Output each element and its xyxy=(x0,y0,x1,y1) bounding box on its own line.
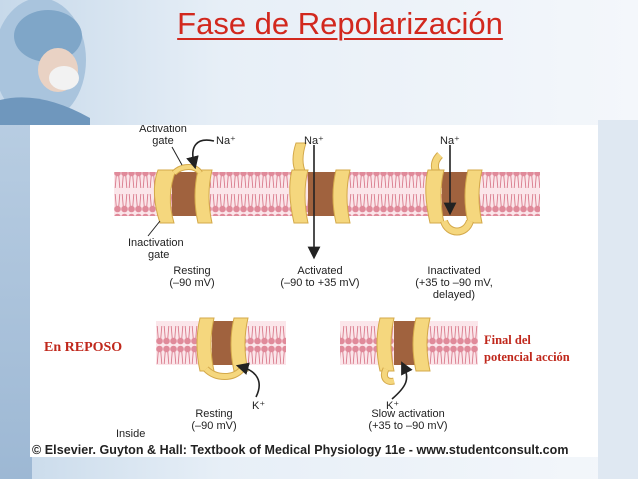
label-na-1: Na⁺ xyxy=(216,135,236,147)
na-channel-activated xyxy=(252,142,400,260)
k-slow-arrow xyxy=(391,361,413,400)
activation-gate-pointer xyxy=(171,146,183,166)
na-channel-resting xyxy=(114,164,258,224)
label-slow-activation-1: Slow activation xyxy=(371,408,444,420)
label-resting-na-2: (–90 mV) xyxy=(169,277,214,289)
ion-channel-diagram: Activation gate Na⁺ Inactivation gate Re… xyxy=(114,123,540,440)
slide-title: Fase de Repolarización xyxy=(177,6,503,41)
label-na-2: Na⁺ xyxy=(304,135,324,147)
label-activation-gate-2: gate xyxy=(152,135,173,147)
label-resting-k-2: (–90 mV) xyxy=(191,420,236,432)
label-k-2: K⁺ xyxy=(386,400,399,412)
label-resting-k-1: Resting xyxy=(195,408,232,420)
na-channel-inactivated xyxy=(388,145,540,236)
na-blocked-arrow xyxy=(186,139,215,170)
doctor-photo-icon xyxy=(0,0,90,125)
label-activation-gate-1: Activation xyxy=(139,125,187,135)
k-channel-resting xyxy=(156,317,286,380)
note-final-line-2: potencial acción xyxy=(484,350,570,364)
label-inside: Inside xyxy=(116,428,145,440)
note-final-potencial: Final del potencial acción xyxy=(484,332,570,366)
label-inactivated-3: delayed) xyxy=(433,289,475,301)
label-k-1: K⁺ xyxy=(252,400,265,412)
copyright-footer: © Elsevier. Guyton & Hall: Textbook of M… xyxy=(32,443,569,457)
label-inactivation-gate-2: gate xyxy=(148,249,169,261)
label-resting-na-1: Resting xyxy=(173,265,210,277)
k-channel-slow-activation xyxy=(340,317,478,385)
label-slow-activation-2: (+35 to –90 mV) xyxy=(368,420,447,432)
k-blocked-arrow xyxy=(235,362,260,398)
note-final-line-1: Final del xyxy=(484,333,531,347)
label-activated-1: Activated xyxy=(297,265,342,277)
note-en-reposo: En REPOSO xyxy=(44,340,123,355)
label-inactivation-gate-1: Inactivation xyxy=(128,237,184,249)
label-inactivated-1: Inactivated xyxy=(427,265,480,277)
label-na-3: Na⁺ xyxy=(440,135,460,147)
diagram-panel: Activation gate Na⁺ Inactivation gate Re… xyxy=(30,123,598,457)
label-activated-2: (–90 to +35 mV) xyxy=(280,277,359,289)
inactivation-gate-pointer xyxy=(147,220,161,237)
label-inactivated-2: (+35 to –90 mV, xyxy=(415,277,493,289)
